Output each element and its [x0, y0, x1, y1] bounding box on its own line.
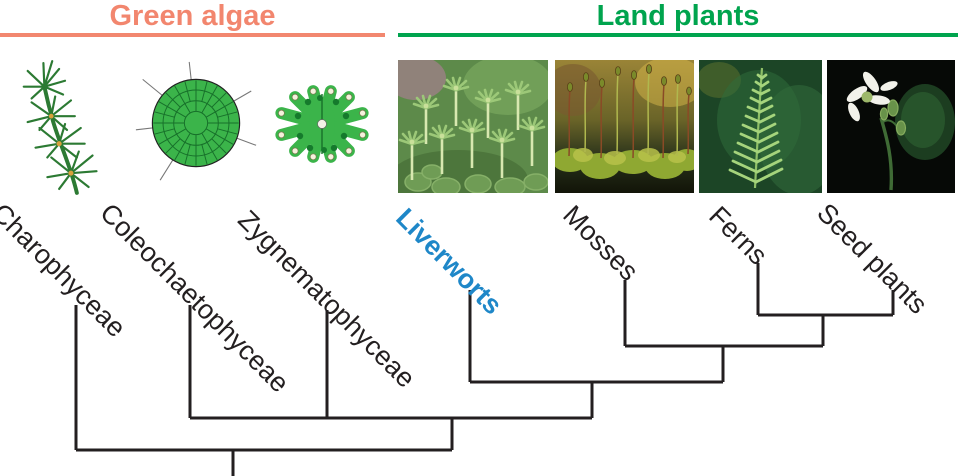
green-algae-underline: [0, 33, 385, 37]
group-header-land-plants: Land plants: [596, 0, 760, 32]
coleochaetophyceae-illustration: [135, 61, 257, 181]
charophyceae-illustration: [22, 60, 98, 195]
ferns-photo: [699, 60, 822, 193]
zygnematophyceae-illustration: [275, 85, 369, 163]
liverworts-photo: [398, 60, 548, 193]
mosses-photo: [555, 60, 694, 193]
seed-plants-photo: [827, 60, 955, 193]
land-plants-underline: [398, 33, 958, 37]
group-header-green-algae: Green algae: [109, 0, 276, 32]
